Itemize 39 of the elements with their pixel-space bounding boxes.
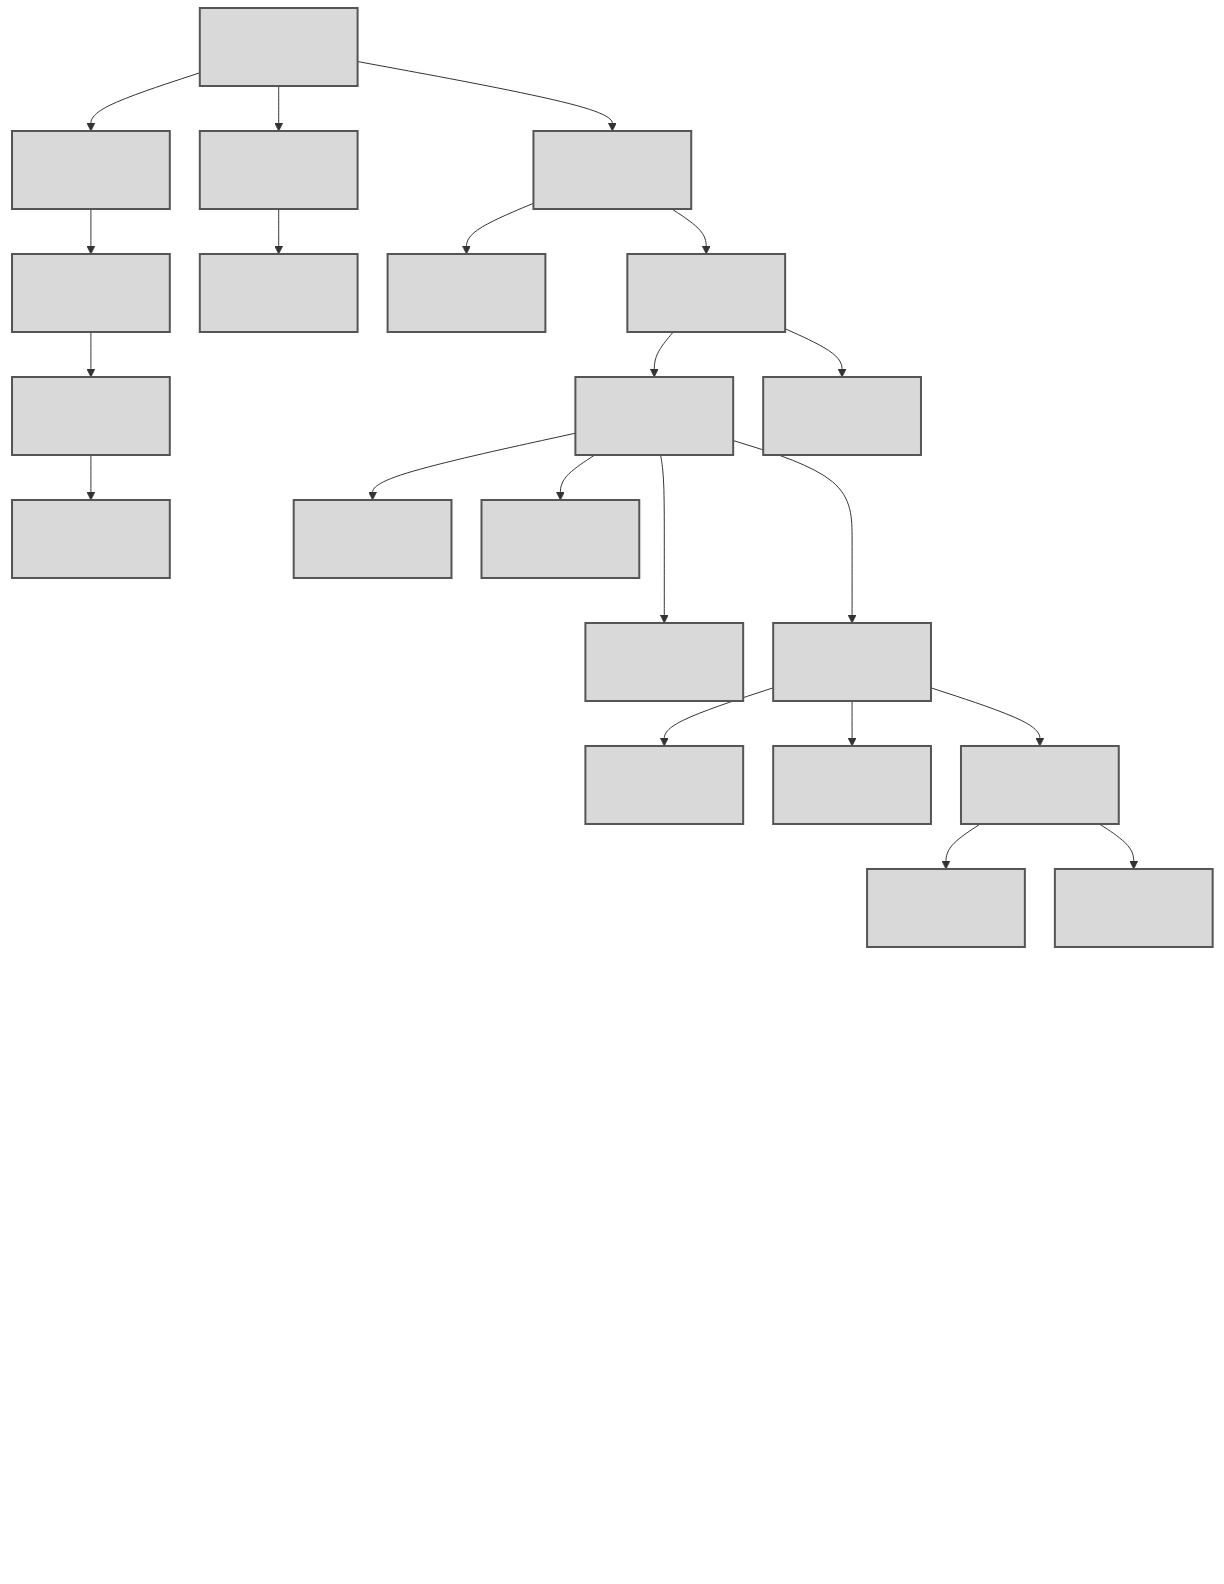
arrow bbox=[461, 202, 534, 255]
arrow bbox=[86, 331, 95, 378]
arrow bbox=[86, 72, 200, 132]
arrow bbox=[86, 454, 95, 501]
arrow bbox=[659, 454, 669, 624]
node-box bbox=[480, 499, 640, 579]
node-box bbox=[10, 499, 171, 579]
node-box bbox=[761, 376, 922, 456]
node-box bbox=[584, 622, 744, 702]
arrow bbox=[930, 687, 1044, 747]
node-box bbox=[865, 868, 1026, 948]
arrow bbox=[847, 700, 857, 747]
arrow bbox=[732, 440, 857, 624]
node-box bbox=[198, 7, 359, 87]
arrow bbox=[367, 432, 576, 501]
node-box bbox=[292, 499, 453, 579]
arrow bbox=[784, 328, 847, 378]
arrow bbox=[86, 208, 95, 255]
node-box bbox=[584, 745, 744, 825]
arrow bbox=[671, 208, 711, 255]
node-box bbox=[771, 745, 932, 825]
node-box bbox=[626, 253, 786, 333]
node-box bbox=[10, 376, 171, 456]
arrow bbox=[273, 208, 283, 255]
node-box bbox=[10, 253, 171, 333]
arrow bbox=[555, 454, 595, 501]
node-box bbox=[771, 622, 932, 702]
node-box bbox=[198, 253, 359, 333]
node-box bbox=[574, 376, 734, 456]
arrow bbox=[273, 85, 283, 132]
node-box bbox=[1053, 868, 1214, 948]
node-box bbox=[959, 745, 1120, 825]
node-box bbox=[10, 130, 171, 210]
node-box bbox=[386, 253, 547, 333]
node-box bbox=[532, 130, 692, 210]
arrow bbox=[649, 331, 674, 378]
node-box bbox=[198, 130, 359, 210]
arrow bbox=[941, 823, 981, 870]
arrow bbox=[1098, 823, 1138, 870]
